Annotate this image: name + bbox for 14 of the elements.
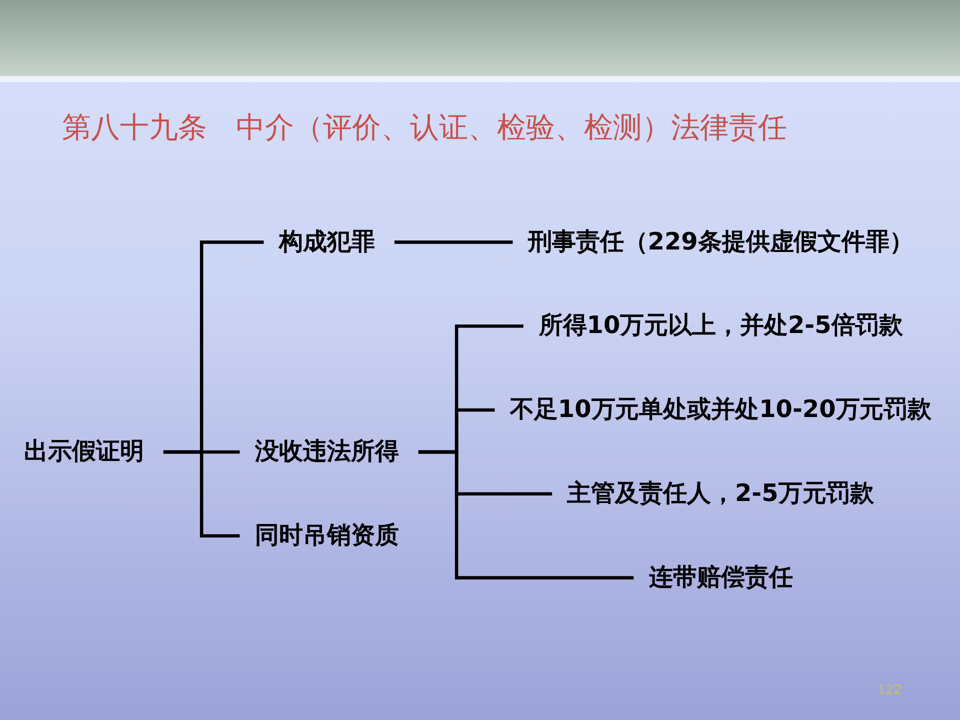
node-text: 同时吊销资质 — [254, 522, 399, 550]
connector — [418, 450, 634, 580]
connector — [163, 450, 240, 538]
node-text: 构成犯罪 — [278, 228, 375, 256]
node-text: 不足10万元单处或并处10-20万元罚款 — [510, 396, 932, 424]
node-text: 所得10万元以上，并处2-5倍罚款 — [538, 312, 904, 340]
node-text: 出示假证明 — [24, 438, 144, 466]
node-text: 刑事责任（229条提供虚假文件罪） — [528, 228, 914, 256]
page-number: 122 — [877, 683, 902, 698]
node-text: 主管及责任人，2-5万元罚款 — [567, 480, 874, 508]
node-text: 连带赔偿责任 — [648, 564, 793, 592]
node-text: 没收违法所得 — [254, 438, 399, 466]
connector — [394, 240, 513, 244]
diagram-title: 第八十九条 中介（评价、认证、检验、检测）法律责任 — [62, 109, 787, 146]
